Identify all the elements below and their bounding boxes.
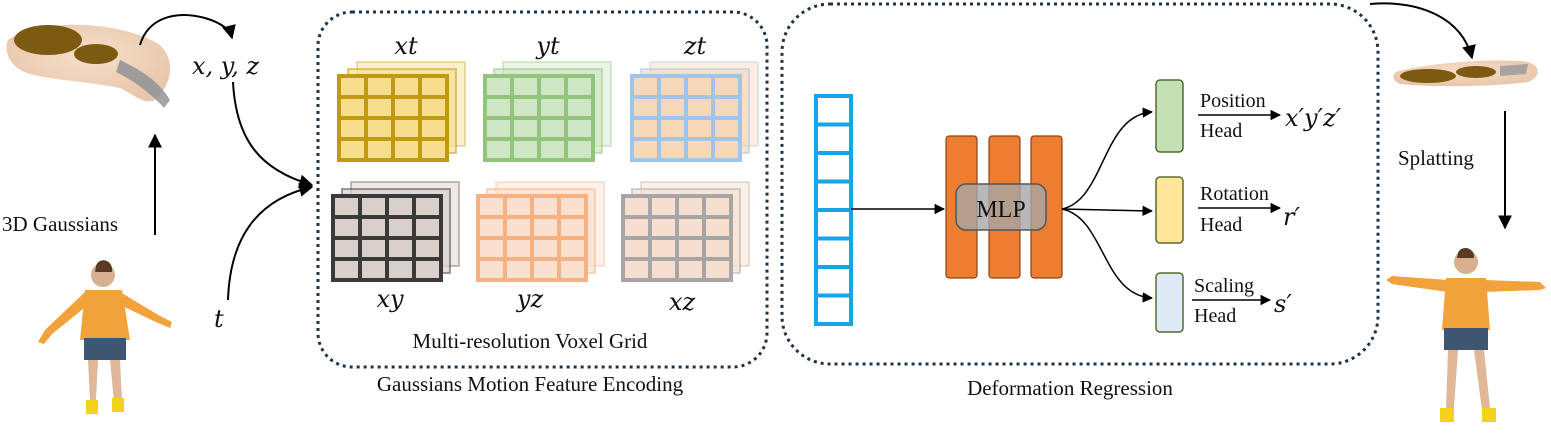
t-label: t [214, 305, 224, 333]
gaussian-splat-top-left [6, 24, 171, 108]
plane-yz: yz [476, 181, 605, 313]
arrow-mlp-to-rotation [1061, 205, 1154, 217]
arrow-xyz-to-encoding [232, 81, 314, 189]
feature-cell [814, 265, 853, 298]
xyz-label: x, y, z [192, 52, 259, 80]
plane-label-xt: xt [394, 32, 418, 60]
arrow-to-deformed-splat [1369, 2, 1476, 60]
arrow-mlp-to-position [1061, 107, 1154, 210]
human-figure-left [38, 260, 172, 414]
rotation-head-bottom: Head [1200, 214, 1242, 236]
feature-vector [814, 94, 853, 326]
rotation-head-block [1155, 176, 1184, 244]
scaling-head: Scaling Head s′ [1155, 272, 1292, 333]
feature-cell [814, 293, 853, 326]
scaling-head-block [1155, 272, 1184, 333]
gaussians-label: 3D Gaussians [2, 212, 118, 236]
rotation-head: Rotation Head r′ [1155, 176, 1300, 244]
encoding-frame [316, 10, 769, 369]
plane-label-yz: yz [516, 285, 544, 313]
position-head-top: Position [1200, 90, 1266, 112]
feature-cell [814, 208, 853, 241]
rotation-output: r′ [1283, 203, 1300, 231]
feature-cell [814, 179, 853, 212]
feature-cell [814, 94, 853, 127]
plane-xy: xy [331, 181, 460, 313]
gaussian-splat-top-right [1393, 60, 1538, 87]
mlp-label: MLP [976, 197, 1025, 223]
splatting-label: Splatting [1398, 146, 1474, 170]
scaling-head-top: Scaling [1194, 275, 1254, 297]
feature-cell [814, 151, 853, 184]
arrow-mlp-to-scaling [1061, 208, 1154, 303]
regression-section-title: Deformation Regression [967, 376, 1173, 400]
plane-zt: zt [630, 32, 759, 162]
regression-frame [780, 2, 1380, 366]
mlp-block: MLP [945, 135, 1063, 279]
plane-label-xy: xy [376, 285, 404, 313]
feature-cell [814, 236, 853, 269]
hexplane-grids: xt yt zt xy yz xz [331, 32, 759, 316]
plane-xz: xz [621, 181, 750, 316]
voxel-grid-title: Multi-resolution Voxel Grid [413, 329, 648, 353]
human-figure-right [1386, 247, 1546, 422]
arrow-to-xyz [139, 14, 236, 46]
scaling-head-bottom: Head [1194, 305, 1236, 327]
encoding-section-title: Gaussians Motion Feature Encoding [377, 372, 684, 396]
position-head-bottom: Head [1200, 120, 1242, 142]
feature-cell [814, 122, 853, 155]
plane-label-yt: yt [535, 32, 560, 60]
plane-label-xz: xz [669, 288, 696, 316]
arrow-t-to-encoding [227, 182, 314, 301]
position-head: Position Head x′y′z′ [1155, 79, 1342, 153]
mlp-box [955, 183, 1047, 231]
position-head-block [1155, 79, 1184, 153]
rotation-head-top: Rotation [1200, 183, 1269, 205]
position-output: x′y′z′ [1285, 104, 1342, 132]
plane-xt: xt [337, 32, 466, 162]
plane-yt: yt [483, 32, 612, 162]
scaling-output: s′ [1274, 290, 1292, 318]
plane-label-zt: zt [683, 32, 707, 60]
